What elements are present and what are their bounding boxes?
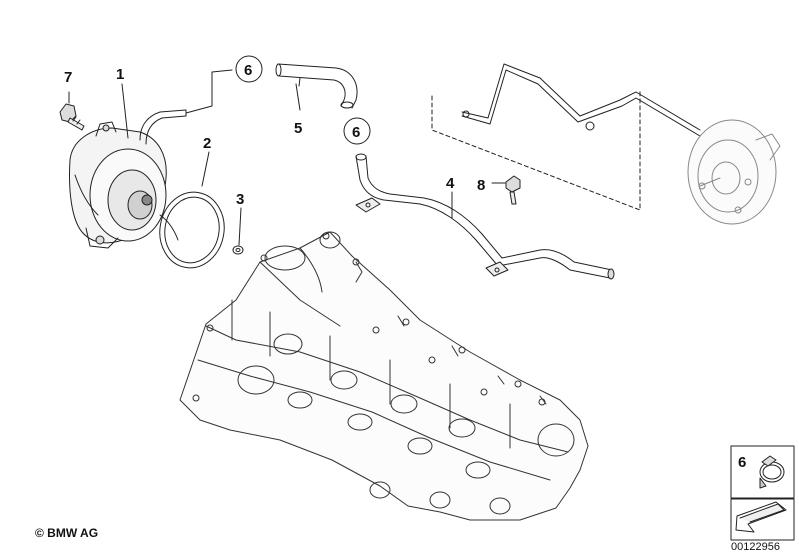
callout-8: 8 [477,177,485,194]
callout-6-top-label: 6 [244,62,252,79]
direction-arrow-icon [735,501,787,533]
callout-2: 2 [203,135,211,152]
hose-clamp-icon [759,455,785,489]
legend-index: 6 [738,454,746,471]
reference-frame [431,89,641,211]
brake-booster [687,119,781,225]
bolt-7 [59,91,85,131]
gasket-ring [159,151,225,269]
leader-lines [121,77,301,139]
callout-7: 7 [64,69,72,86]
callout-6-mid: 6 [343,117,371,145]
callout-3: 3 [236,191,244,208]
callout-labels: 7 1 2 3 5 4 8 6 6 6 [64,55,746,471]
callout-6-top: 6 [235,55,263,83]
callout-1: 1 [116,66,124,83]
cylinder-head [179,231,589,521]
diagram-number: 00122956 [731,541,780,553]
callout-4: 4 [446,175,455,192]
vacuum-hose [275,63,358,111]
callout-6-mid-label: 6 [352,124,360,141]
vacuum-pump [69,69,233,249]
legend-box [730,445,795,541]
callout-5: 5 [294,120,302,137]
bolt-8 [491,175,521,205]
copyright-notice: © BMW AG [35,526,99,540]
o-ring [232,207,244,255]
brake-booster-line [461,63,701,137]
vacuum-pipe [355,153,615,280]
